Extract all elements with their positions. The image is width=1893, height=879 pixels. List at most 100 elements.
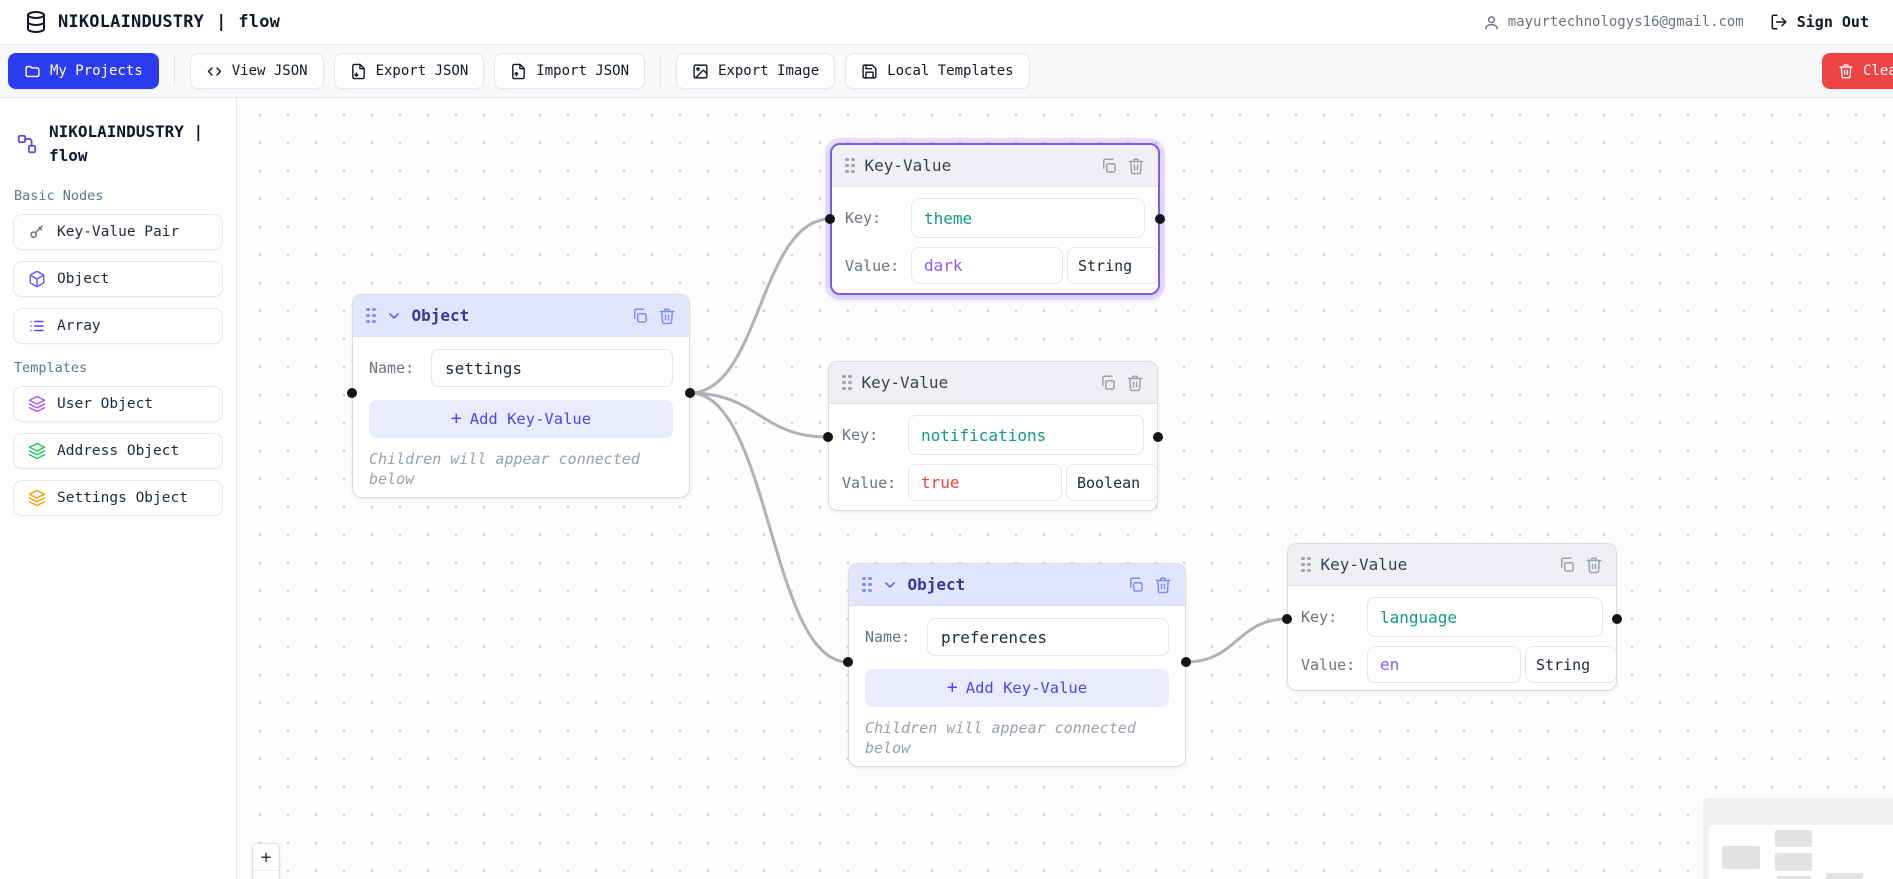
sidebar-item-label: Address Object (57, 443, 180, 459)
sidebar-item-key-value-pair[interactable]: Key-Value Pair (13, 214, 223, 250)
add-key-value-button[interactable]: + Add Key-Value (369, 400, 673, 438)
import-json-button[interactable]: Import JSON (494, 53, 646, 89)
app-name: flow (238, 12, 281, 32)
sidebar-item-user-object[interactable]: User Object (13, 386, 223, 422)
import-json-label: Import JSON (536, 63, 630, 79)
object-name-input[interactable] (927, 618, 1169, 656)
minimap-node (1775, 853, 1812, 871)
trash-icon[interactable] (658, 307, 676, 325)
toolbar-divider (173, 56, 175, 86)
zoom-in-button[interactable]: + (253, 844, 279, 871)
view-json-label: View JSON (231, 63, 308, 79)
canvas-controls: + (252, 843, 280, 879)
type-select[interactable]: String (1067, 247, 1158, 284)
value-input[interactable] (908, 464, 1062, 501)
sign-out-button[interactable]: Sign Out (1770, 13, 1869, 31)
add-key-value-label: Add Key-Value (469, 410, 592, 428)
copy-icon[interactable] (1100, 157, 1118, 175)
image-icon (692, 63, 709, 80)
trash-icon[interactable] (1585, 556, 1603, 574)
minimap-node (1826, 873, 1863, 879)
node-kv-language[interactable]: Key-Value Key: (1282, 543, 1622, 691)
sidebar-item-settings-object[interactable]: Settings Object (13, 480, 223, 516)
key-input[interactable] (908, 415, 1144, 455)
database-icon (24, 10, 48, 34)
brand: NIKOLAINDUSTRY | flow (24, 10, 280, 34)
add-key-value-button[interactable]: + Add Key-Value (865, 669, 1169, 707)
code-icon (206, 63, 223, 80)
node-kv-notifications[interactable]: Key-Value Key: (823, 361, 1163, 511)
value-input[interactable] (911, 247, 1063, 284)
trash-icon[interactable] (1126, 374, 1144, 392)
my-projects-button[interactable]: My Projects (8, 53, 159, 89)
handle-source[interactable] (1612, 614, 1622, 624)
cube-icon (28, 270, 46, 288)
trash-icon[interactable] (1127, 157, 1145, 175)
flow-canvas[interactable]: Object Name: (237, 98, 1893, 879)
toolbar-divider (660, 56, 662, 86)
local-templates-button[interactable]: Local Templates (845, 53, 1030, 89)
minimap-node (1722, 846, 1760, 869)
handle-target[interactable] (1282, 614, 1292, 624)
type-select[interactable]: String (1525, 646, 1616, 683)
node-object-preferences[interactable]: Object Name: (843, 563, 1191, 767)
trash-icon[interactable] (1154, 576, 1172, 594)
export-image-button[interactable]: Export Image (676, 53, 836, 89)
node-header[interactable]: Object (849, 564, 1185, 606)
minimap[interactable] (1703, 798, 1893, 879)
clear-label: Clear (1863, 63, 1893, 79)
value-label: Value: (1301, 655, 1356, 674)
drag-handle-icon[interactable] (862, 576, 872, 593)
chevron-down-icon[interactable] (386, 308, 402, 324)
person-icon (1483, 14, 1500, 31)
node-object-settings[interactable]: Object Name: (347, 294, 695, 498)
sidebar-item-array[interactable]: Array (13, 308, 223, 344)
handle-target[interactable] (843, 657, 853, 667)
zoom-out-button[interactable] (253, 871, 279, 879)
key-input[interactable] (1367, 597, 1603, 637)
node-header[interactable]: Object (353, 295, 689, 337)
folder-icon (24, 63, 41, 80)
copy-icon[interactable] (631, 307, 649, 325)
node-kv-theme[interactable]: Key-Value Key: (825, 143, 1165, 295)
handle-source[interactable] (1155, 214, 1165, 224)
node-title: Key-Value (864, 156, 952, 175)
handle-source[interactable] (685, 388, 695, 398)
section-label-templates: Templates (14, 360, 88, 376)
export-json-button[interactable]: Export JSON (333, 53, 485, 89)
node-title: Object (907, 575, 966, 594)
add-key-value-label: Add Key-Value (965, 679, 1088, 697)
key-input[interactable] (911, 198, 1145, 238)
handle-target[interactable] (347, 388, 357, 398)
name-label: Name: (369, 359, 415, 377)
node-title: Key-Value (861, 373, 949, 392)
value-input[interactable] (1367, 646, 1521, 683)
copy-icon[interactable] (1099, 374, 1117, 392)
children-hint: Children will appear connected below (865, 719, 1136, 757)
drag-handle-icon[interactable] (845, 157, 855, 174)
node-header[interactable]: Key-Value (1288, 544, 1616, 586)
save-icon (861, 63, 878, 80)
sidebar-item-address-object[interactable]: Address Object (13, 433, 223, 469)
export-json-label: Export JSON (375, 63, 469, 79)
drag-handle-icon[interactable] (366, 307, 376, 324)
clear-button[interactable]: Clear (1822, 53, 1893, 89)
drag-handle-icon[interactable] (1301, 556, 1311, 573)
type-select[interactable]: Boolean (1066, 464, 1157, 501)
user-email: mayurtechnologys16@gmail.com (1507, 14, 1744, 30)
handle-target[interactable] (823, 432, 833, 442)
copy-icon[interactable] (1558, 556, 1576, 574)
chevron-down-icon[interactable] (882, 577, 898, 593)
node-header[interactable]: Key-Value (829, 362, 1157, 404)
sidebar-item-object[interactable]: Object (13, 261, 223, 297)
drag-handle-icon[interactable] (842, 374, 852, 391)
sign-out-label: Sign Out (1796, 13, 1869, 31)
node-header[interactable]: Key-Value (832, 145, 1158, 187)
handle-target[interactable] (825, 214, 835, 224)
view-json-button[interactable]: View JSON (189, 53, 324, 89)
copy-icon[interactable] (1127, 576, 1145, 594)
plus-icon: + (946, 677, 958, 698)
handle-source[interactable] (1153, 432, 1163, 442)
handle-source[interactable] (1181, 657, 1191, 667)
object-name-input[interactable] (431, 349, 673, 387)
